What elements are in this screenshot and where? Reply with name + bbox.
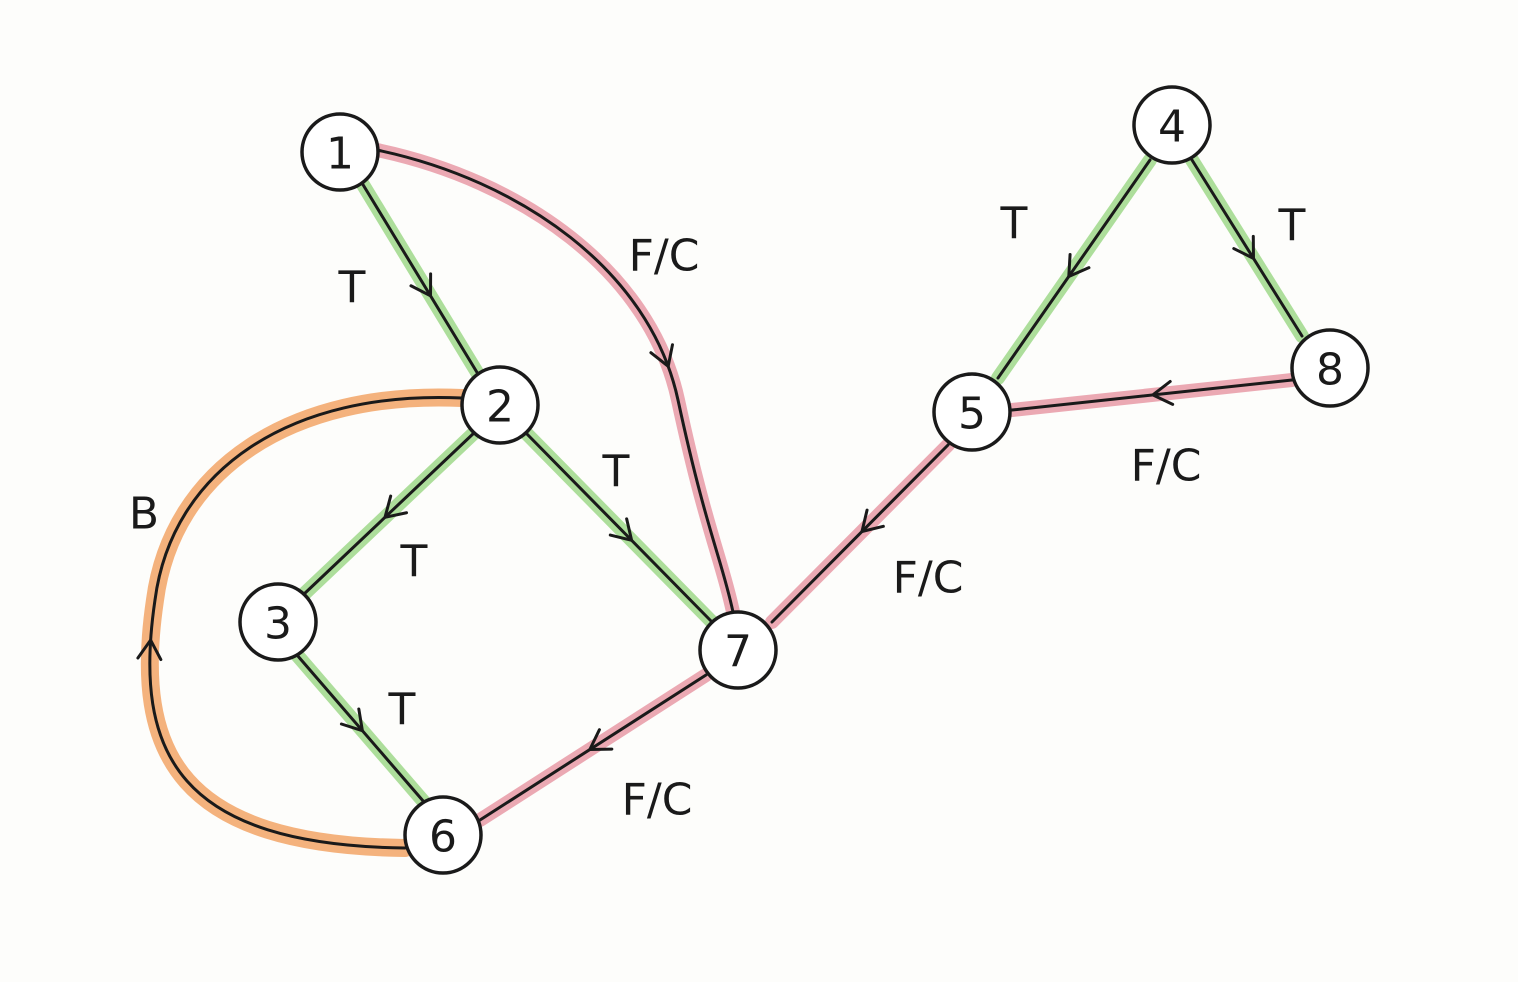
node-circle — [1290, 328, 1370, 408]
node-4[interactable]: 4 — [1132, 85, 1212, 165]
edge-1-2 — [360, 181, 480, 376]
edge-label-2-3: T — [400, 537, 428, 588]
node-label: 2 — [486, 382, 514, 433]
edge-label-5-7: F/C — [893, 553, 964, 604]
edge-5-7 — [770, 443, 950, 624]
edge-7-6 — [478, 673, 708, 822]
node-label: 6 — [429, 812, 457, 863]
edge-highlight-1-7 — [370, 143, 740, 619]
edge-label-1-2: T — [338, 263, 366, 314]
node-3[interactable]: 3 — [238, 582, 318, 662]
node-circle — [698, 610, 778, 690]
arrowhead-5-7 — [860, 508, 885, 534]
node-circle — [1132, 85, 1212, 165]
node-layer: 1 2 3 4 5 6 7 8 — [238, 85, 1370, 875]
node-5[interactable]: 5 — [932, 372, 1012, 452]
edge-label-2-7: T — [602, 447, 630, 498]
node-circle — [932, 372, 1012, 452]
edge-6-2 — [148, 395, 464, 850]
arrowhead-6-2 — [136, 638, 163, 662]
edge-label-3-6: T — [388, 685, 416, 736]
node-label: 1 — [326, 129, 354, 180]
node-circle — [460, 365, 540, 445]
node-8[interactable]: 8 — [1290, 328, 1370, 408]
node-label: 5 — [958, 389, 986, 440]
arrowhead-1-7 — [649, 343, 674, 368]
node-label: 8 — [1316, 345, 1344, 396]
node-label: 7 — [724, 627, 752, 678]
arrowhead-layer — [136, 234, 1255, 752]
edge-2-7 — [523, 430, 714, 624]
arrowhead-8-5 — [1151, 379, 1175, 406]
node-2[interactable]: 2 — [460, 365, 540, 445]
node-circle — [238, 582, 318, 662]
edge-4-5 — [996, 158, 1152, 380]
arrowhead-7-6 — [588, 728, 614, 752]
edge-label-6-2: B — [129, 489, 159, 540]
arrowhead-4-8 — [1232, 234, 1255, 260]
edge-label-4-8: T — [1278, 201, 1306, 252]
edge-highlight-layer — [140, 143, 1309, 857]
arrowhead-2-3 — [383, 494, 409, 519]
edge-label-7-6: F/C — [622, 775, 693, 826]
arrowhead-2-7 — [608, 517, 634, 542]
edge-label-layer: T F/C T T T B F/C F/C T T F/C — [129, 199, 1306, 826]
node-circle — [300, 112, 380, 192]
edge-label-8-5: F/C — [1131, 441, 1202, 492]
node-circle — [403, 795, 483, 875]
edge-4-8 — [1190, 158, 1304, 338]
arrowhead-1-2 — [409, 272, 433, 298]
node-label: 4 — [1158, 102, 1186, 153]
node-6[interactable]: 6 — [403, 795, 483, 875]
node-1[interactable]: 1 — [300, 112, 380, 192]
arrowhead-3-6 — [339, 707, 364, 733]
node-7[interactable]: 7 — [698, 610, 778, 690]
edge-label-4-5: T — [1000, 199, 1028, 250]
arrowhead-4-5 — [1067, 253, 1091, 278]
node-label: 3 — [264, 599, 292, 650]
edge-2-3 — [301, 430, 477, 597]
edge-layer — [148, 148, 1304, 850]
edge-label-1-7: F/C — [629, 231, 700, 282]
